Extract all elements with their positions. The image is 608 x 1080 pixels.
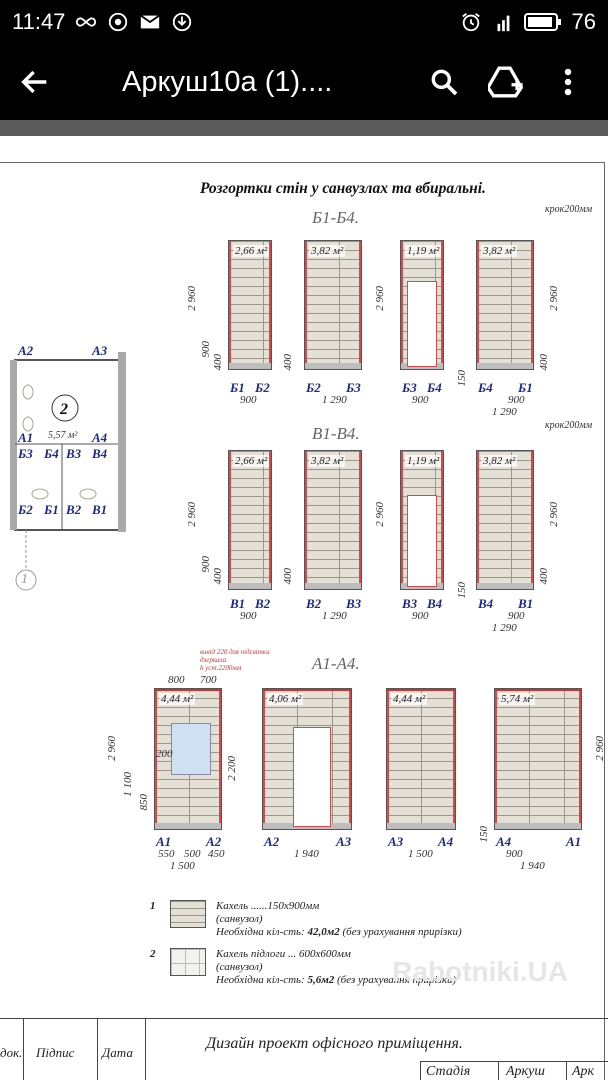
drive-add-icon — [488, 66, 524, 98]
back-button[interactable] — [0, 44, 70, 120]
wall-v3-v4: 1,19 м² — [400, 450, 444, 590]
battery-level: 76 — [571, 9, 596, 34]
title-block: док. Підпис Дата Дизайн проект офісного … — [0, 1018, 608, 1080]
more-vert-icon — [564, 68, 572, 96]
wall-b1-b2: 2,66 м² — [228, 240, 272, 370]
more-options-button[interactable] — [548, 62, 588, 102]
chrome-icon — [109, 12, 128, 32]
infinity-icon — [76, 17, 97, 27]
status-bar: 11:47 76 — [0, 0, 608, 44]
arrow-back-icon — [21, 70, 47, 94]
document-page[interactable]: Розгортки стін у санвузлах та вбиральні.… — [0, 136, 608, 1080]
group-title-v: В1-В4. — [312, 424, 360, 443]
project-name: Дизайн проект офісного приміщення. — [206, 1035, 463, 1052]
document-title: Аркуш10а (1).... — [122, 65, 333, 98]
wall-a3-a4: 4,44 м² — [386, 688, 456, 830]
add-to-drive-button[interactable] — [486, 62, 526, 102]
drawing-heading: Розгортки стін у санвузлах та вбиральні. — [200, 180, 486, 197]
signal-icon — [497, 15, 509, 32]
wall-a2-a3: 4,06 м² — [262, 688, 352, 830]
legend-item-floor-tile: 2 Кахель підлоги ... 600х600мм (санвузол… — [150, 948, 457, 986]
wall-v4-v1: 3,82 м² — [476, 450, 534, 590]
group-title-b: Б1-Б4. — [312, 208, 359, 227]
legend-item-wall-tile: 1 Кахель ......150х900мм (санвузол) Необ… — [150, 900, 462, 938]
wall-v1-v2: 2,66 м² — [228, 450, 272, 590]
mirror-note: вивід 220 для підсвітки дзеркала h уст.2… — [200, 648, 270, 672]
app-bar: Аркуш10а (1).... — [0, 44, 608, 120]
floor-plan: 2 5,57 м² А2 А3 А1 А4 Б3 Б4 В3 В4 Б2 Б1 … — [0, 343, 130, 591]
battery-icon — [523, 13, 561, 31]
search-button[interactable] — [424, 62, 464, 102]
wall-b2-b3: 3,82 м² — [304, 240, 362, 370]
wall-a4-a1: 5,74 м² — [494, 688, 582, 830]
wall-b3-b4: 1,19 м² — [400, 240, 444, 370]
wall-a1-a2: 4,44 м² — [154, 688, 222, 830]
group-title-a: А1-А4. — [312, 654, 360, 673]
alarm-icon — [461, 13, 480, 32]
watermark: Rabotniki.UA — [392, 956, 568, 987]
download-icon — [173, 12, 192, 32]
wall-v2-v3: 3,82 м² — [304, 450, 362, 590]
wall-b4-b1: 3,82 м² — [476, 240, 534, 370]
clock: 11:47 — [12, 9, 66, 34]
toolbar-divider — [0, 120, 608, 136]
search-icon — [431, 69, 458, 96]
mail-icon — [140, 14, 161, 29]
